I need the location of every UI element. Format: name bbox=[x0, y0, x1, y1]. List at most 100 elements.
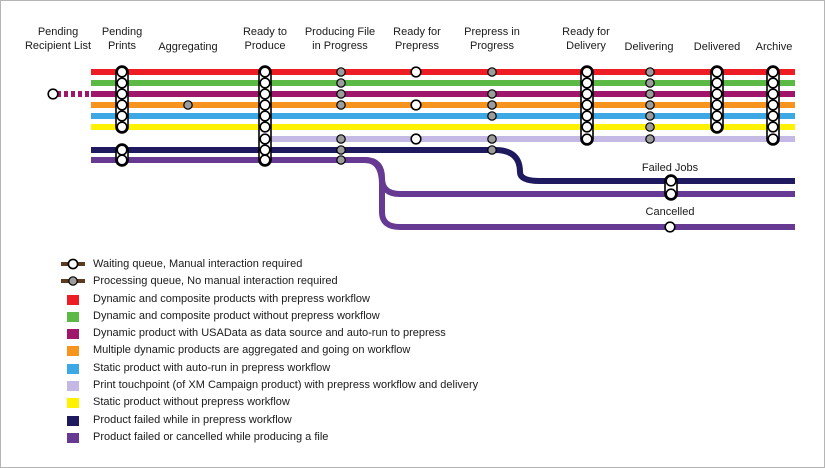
waiting-queue-node bbox=[665, 175, 677, 187]
legend-swatch-orange bbox=[67, 346, 79, 357]
waiting-queue-node bbox=[767, 77, 779, 89]
stage-label-prepress-in-progress: Prepress in Progress bbox=[464, 26, 520, 52]
waiting-queue-node bbox=[767, 99, 779, 111]
station-prepress-in-progress bbox=[487, 100, 497, 110]
legend-row-yellow: Static product without prepress workflow bbox=[60, 394, 580, 411]
waiting-queue-node bbox=[581, 99, 593, 111]
waiting-queue-node bbox=[711, 110, 723, 122]
waiting-queue-node bbox=[581, 66, 593, 78]
legend-swatch-navy bbox=[67, 415, 79, 426]
waiting-queue-node bbox=[581, 88, 593, 100]
stage-label-delivered: Delivered bbox=[693, 41, 741, 53]
waiting-queue-node bbox=[259, 77, 271, 89]
processing-queue-icon bbox=[61, 276, 85, 287]
station-archive bbox=[766, 65, 780, 146]
waiting-queue-node bbox=[259, 99, 271, 111]
legend-row-orange: Multiple dynamic products are aggregated… bbox=[60, 342, 580, 359]
station-prepress-in-progress bbox=[487, 145, 497, 155]
legend-swatch-magenta bbox=[67, 329, 79, 340]
legend-row-navy: Product failed while in prepress workflo… bbox=[60, 412, 580, 429]
station-cancelled bbox=[664, 221, 676, 233]
legend-label: Dynamic product with USAData as data sou… bbox=[93, 327, 446, 340]
legend-swatch-green bbox=[67, 311, 79, 322]
station-aggregating bbox=[183, 100, 193, 110]
stage-label-producing-file: Producing File in Progress bbox=[304, 26, 376, 52]
station-failed-jobs bbox=[664, 174, 678, 201]
station-pending-prints-failed bbox=[115, 143, 129, 167]
waiting-queue-node bbox=[259, 110, 271, 122]
station-delivering bbox=[645, 67, 655, 77]
stage-label-ready-to-produce: Ready to Produce bbox=[242, 26, 288, 52]
legend-row-green: Dynamic and composite product without pr… bbox=[60, 308, 580, 325]
station-delivering bbox=[645, 78, 655, 88]
stage-label-ready-for-prepress: Ready for Prepress bbox=[393, 26, 441, 52]
legend-label: Print touchpoint (of XM Campaign product… bbox=[93, 379, 479, 392]
waiting-queue-node bbox=[116, 144, 128, 156]
waiting-queue-node bbox=[711, 99, 723, 111]
stage-label-ready-for-delivery: Ready for Delivery bbox=[562, 26, 610, 52]
waiting-queue-node bbox=[410, 99, 422, 111]
stage-label-pending-recipient-list: Pending Recipient List bbox=[24, 26, 92, 52]
waiting-queue-node bbox=[767, 121, 779, 133]
legend-swatch-red bbox=[67, 294, 79, 305]
waiting-queue-node bbox=[410, 66, 422, 78]
legend-label: Product failed or cancelled while produc… bbox=[93, 430, 329, 443]
legend-label: Static product without prepress workflow bbox=[93, 396, 290, 409]
legend-label: Static product with auto-run in prepress… bbox=[93, 361, 331, 374]
waiting-queue-node bbox=[711, 88, 723, 100]
waiting-queue-node bbox=[711, 66, 723, 78]
station-producing-file bbox=[336, 100, 346, 110]
waiting-queue-node bbox=[259, 66, 271, 78]
waiting-queue-node bbox=[767, 66, 779, 78]
legend-swatch-lavender bbox=[67, 381, 79, 392]
waiting-queue-node bbox=[116, 77, 128, 89]
station-producing-file bbox=[336, 89, 346, 99]
station-producing-file bbox=[336, 134, 346, 144]
route-lines bbox=[57, 69, 795, 230]
waiting-queue-node bbox=[259, 154, 271, 166]
station-prepress-in-progress bbox=[487, 134, 497, 144]
stage-label-delivering: Delivering bbox=[624, 41, 674, 53]
station-ready-for-prepress-lavender bbox=[410, 133, 422, 145]
waiting-queue-node bbox=[767, 133, 779, 145]
waiting-queue-node bbox=[259, 121, 271, 133]
legend-swatch-yellow bbox=[67, 398, 79, 409]
waiting-queue-node bbox=[581, 77, 593, 89]
waiting-queue-node bbox=[581, 121, 593, 133]
waiting-queue-node bbox=[259, 144, 271, 156]
workflow-metro-map bbox=[47, 65, 795, 233]
waiting-queue-node bbox=[711, 77, 723, 89]
waiting-queue-node bbox=[116, 110, 128, 122]
legend-row-red: Dynamic and composite products with prep… bbox=[60, 291, 580, 308]
waiting-queue-node bbox=[116, 99, 128, 111]
station-producing-file bbox=[336, 145, 346, 155]
legend-row-purple: Product failed or cancelled while produc… bbox=[60, 429, 580, 446]
route-line-purple-cancelled bbox=[364, 157, 795, 230]
stage-label-aggregating: Aggregating bbox=[158, 41, 218, 53]
route-line-navy-failed bbox=[91, 147, 795, 184]
station-delivering bbox=[645, 111, 655, 121]
waiting-queue-node bbox=[116, 88, 128, 100]
waiting-queue-node bbox=[259, 88, 271, 100]
station-prepress-in-progress bbox=[487, 67, 497, 77]
station-delivering bbox=[645, 100, 655, 110]
legend-row-processing-queue: Processing queue, No manual interaction … bbox=[60, 273, 580, 290]
station-delivering bbox=[645, 89, 655, 99]
station-ready-for-prepress-red bbox=[410, 66, 422, 78]
waiting-queue-node bbox=[259, 133, 271, 145]
legend-row-waiting-queue: Waiting queue, Manual interaction requir… bbox=[60, 256, 580, 273]
branch-label-failed-jobs: Failed Jobs bbox=[641, 162, 699, 174]
waiting-queue-node bbox=[711, 121, 723, 133]
station-prepress-in-progress bbox=[487, 89, 497, 99]
waiting-queue-node bbox=[116, 66, 128, 78]
waiting-queue-node bbox=[664, 221, 676, 233]
waiting-queue-node bbox=[767, 110, 779, 122]
legend-row-lavender: Print touchpoint (of XM Campaign product… bbox=[60, 377, 580, 394]
legend-label: Product failed while in prepress workflo… bbox=[93, 413, 292, 426]
legend-row-cyan: Static product with auto-run in prepress… bbox=[60, 360, 580, 377]
waiting-queue-node bbox=[665, 188, 677, 200]
legend-row-magenta: Dynamic product with USAData as data sou… bbox=[60, 325, 580, 342]
waiting-queue-node bbox=[116, 154, 128, 166]
legend-swatch-purple bbox=[67, 432, 79, 443]
waiting-queue-icon bbox=[61, 258, 85, 270]
